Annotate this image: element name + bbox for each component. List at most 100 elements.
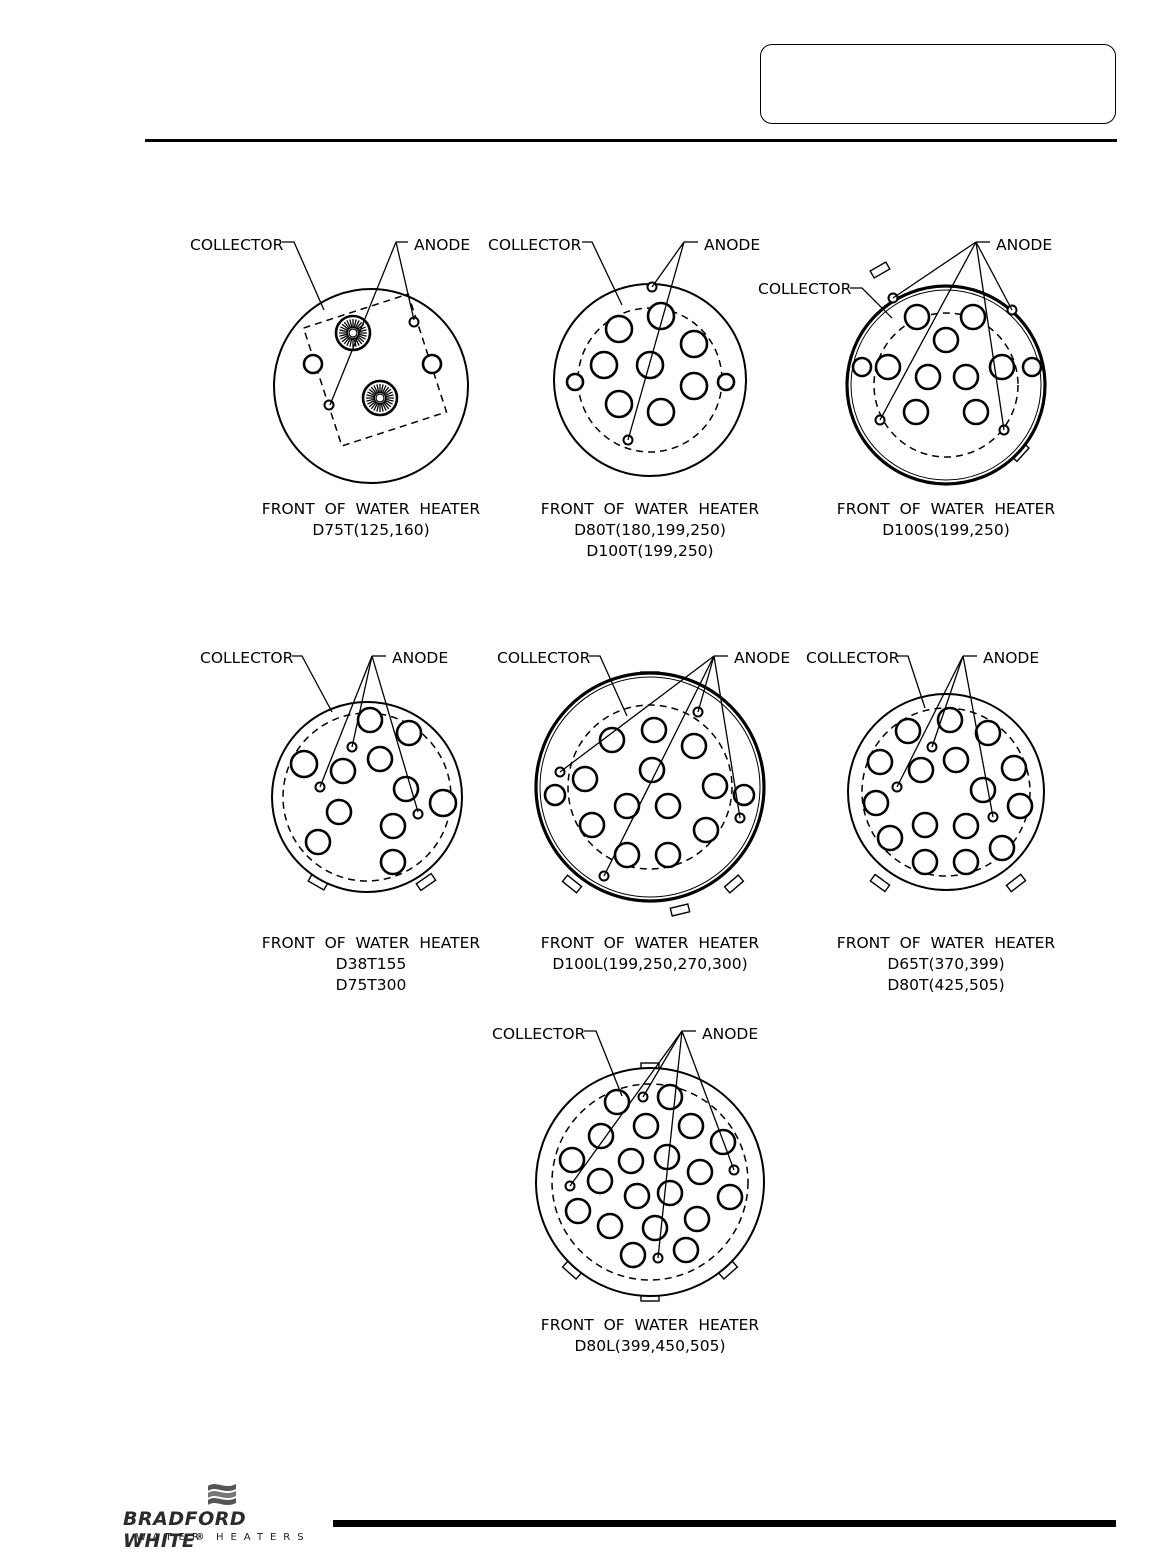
collector-leader bbox=[282, 241, 325, 311]
flue-hole bbox=[632, 1112, 660, 1140]
flue-hole bbox=[716, 372, 736, 392]
anode-leader bbox=[697, 655, 715, 713]
tank-inner-outline bbox=[539, 676, 761, 898]
flue-hole bbox=[894, 717, 922, 745]
model-number: D80L(399,450,505) bbox=[575, 1337, 726, 1355]
flue-hole bbox=[558, 1146, 586, 1174]
tank-outline bbox=[845, 284, 1047, 486]
anode-leader bbox=[962, 655, 994, 818]
collector-boundary bbox=[302, 293, 448, 447]
flue-hole bbox=[289, 749, 319, 779]
mounting-tab bbox=[869, 261, 891, 279]
anode-label: ANODE bbox=[983, 649, 1039, 667]
flue-hole bbox=[603, 1088, 631, 1116]
flue-hole bbox=[304, 828, 332, 856]
collector-label: COLLECTOR bbox=[200, 649, 294, 667]
model-number: D75T(125,160) bbox=[312, 521, 429, 539]
model-number: D80T(425,505) bbox=[887, 976, 1004, 994]
caption-title: FRONT OF WATER HEATER bbox=[541, 934, 760, 952]
anode-leader bbox=[896, 655, 964, 788]
anode-leader bbox=[642, 1030, 683, 1098]
anode-leader bbox=[603, 655, 715, 877]
collector-label: COLLECTOR bbox=[497, 649, 591, 667]
collector-leader bbox=[582, 241, 623, 306]
collector-leader bbox=[897, 655, 926, 709]
flue-hole bbox=[716, 1183, 744, 1211]
model-number: D80T(180,199,250) bbox=[574, 521, 726, 539]
flue-hole bbox=[619, 1241, 647, 1269]
footer-rule bbox=[333, 1520, 1116, 1527]
anode-fitting bbox=[323, 399, 335, 411]
flue-hole bbox=[942, 746, 970, 774]
flue-hole bbox=[862, 789, 890, 817]
anode-label: ANODE bbox=[414, 236, 470, 254]
mounting-tab bbox=[669, 903, 691, 917]
flue-hole bbox=[672, 1236, 700, 1264]
collector-label: COLLECTOR bbox=[488, 236, 582, 254]
flue-hole bbox=[677, 1112, 705, 1140]
flue-hole bbox=[395, 719, 423, 747]
collector-leader bbox=[850, 287, 893, 319]
flue-hole bbox=[653, 1143, 681, 1171]
mounting-tab bbox=[1005, 873, 1027, 893]
mounting-tab bbox=[723, 874, 745, 894]
header-box bbox=[760, 44, 1116, 124]
flue-hole bbox=[598, 726, 626, 754]
collector-leader bbox=[292, 655, 333, 713]
flue-hole bbox=[1000, 754, 1028, 782]
flue-hole bbox=[578, 811, 606, 839]
flue-hole bbox=[952, 812, 980, 840]
anode-leader bbox=[371, 655, 419, 813]
mounting-tab bbox=[415, 872, 437, 892]
caption-title: FRONT OF WATER HEATER bbox=[262, 934, 481, 952]
flue-hole bbox=[732, 783, 756, 807]
flue-hole bbox=[914, 363, 942, 391]
anode-leader bbox=[651, 241, 685, 288]
flue-hole bbox=[936, 706, 964, 734]
tank-outline bbox=[534, 671, 766, 903]
flue-hole bbox=[952, 363, 980, 391]
flue-hole bbox=[356, 706, 384, 734]
model-number: D65T(370,399) bbox=[887, 955, 1004, 973]
anode-leader bbox=[319, 655, 373, 788]
flue-hole bbox=[679, 329, 709, 359]
flue-hole bbox=[701, 772, 729, 800]
flue-hole bbox=[1021, 356, 1043, 378]
flue-hole bbox=[654, 841, 682, 869]
flue-hole bbox=[564, 1197, 592, 1225]
flue-hole bbox=[302, 353, 324, 375]
flue-hole bbox=[617, 1147, 645, 1175]
anode-label: ANODE bbox=[702, 1025, 758, 1043]
flue-hole bbox=[543, 783, 567, 807]
flue-hole bbox=[974, 719, 1002, 747]
caption-title: FRONT OF WATER HEATER bbox=[541, 500, 760, 518]
collector-boundary bbox=[873, 312, 1019, 458]
bradford-white-logo: BRADFORD WHITE® WATER HEATERS bbox=[120, 1480, 330, 1552]
collector-label: COLLECTOR bbox=[758, 280, 852, 298]
flue-hole bbox=[604, 389, 634, 419]
flue-hole bbox=[903, 303, 931, 331]
flue-hole bbox=[571, 765, 599, 793]
flue-hole bbox=[866, 748, 894, 776]
flue-hole bbox=[692, 816, 720, 844]
caption-title: FRONT OF WATER HEATER bbox=[837, 500, 1056, 518]
caption-title: FRONT OF WATER HEATER bbox=[541, 1316, 760, 1334]
flue-hole bbox=[635, 350, 665, 380]
flue-hole bbox=[851, 356, 873, 378]
flag-icon bbox=[208, 1484, 236, 1505]
collector-boundary bbox=[861, 707, 1031, 877]
flue-hole bbox=[589, 350, 619, 380]
flue-hole bbox=[366, 745, 394, 773]
flue-hole bbox=[379, 848, 407, 876]
flue-hole bbox=[421, 353, 443, 375]
flue-hole bbox=[379, 812, 407, 840]
flue-hole bbox=[623, 1182, 651, 1210]
model-number: D100S(199,250) bbox=[882, 521, 1010, 539]
flue-hole bbox=[988, 834, 1016, 862]
